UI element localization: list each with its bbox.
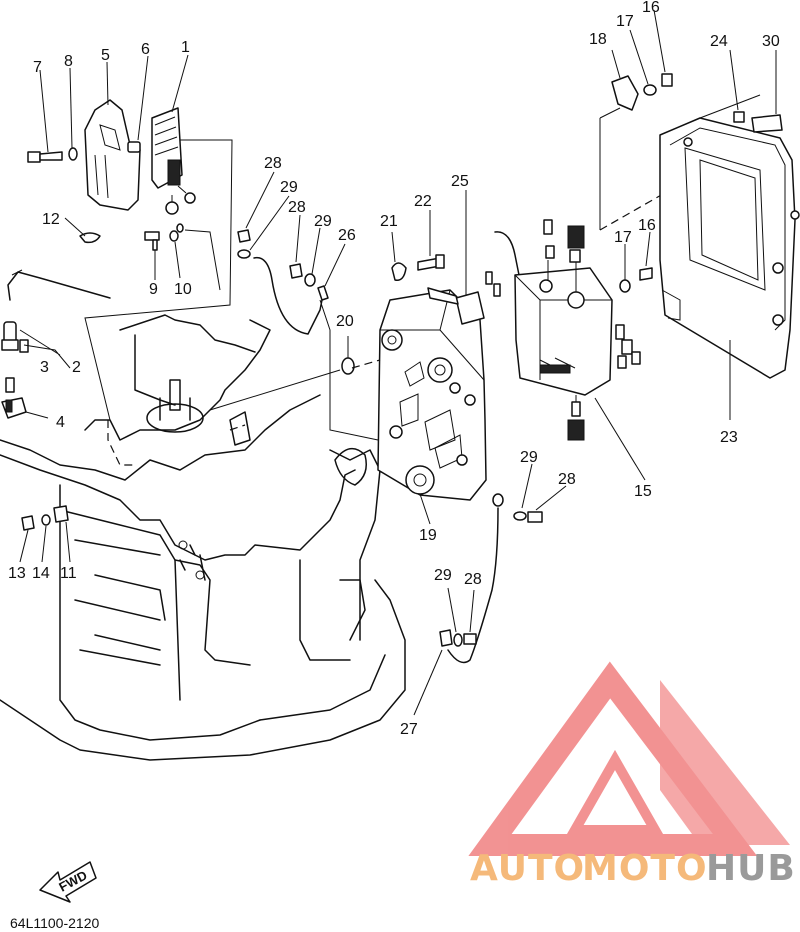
cdi-bracket-assembly bbox=[1, 54, 233, 421]
callout-7: 7 bbox=[33, 59, 42, 76]
callout-25: 25 bbox=[451, 173, 469, 190]
callout-17-right: 17 bbox=[614, 229, 632, 246]
callout-2: 2 bbox=[72, 359, 81, 376]
ground-wire-27 bbox=[319, 299, 567, 716]
callout-16-right: 16 bbox=[638, 217, 656, 234]
callout-8: 8 bbox=[64, 53, 73, 70]
callout-5: 5 bbox=[101, 47, 110, 64]
callout-26: 26 bbox=[338, 227, 356, 244]
callout-29-d: 29 bbox=[434, 567, 452, 584]
watermark-part-moto: MOTO bbox=[582, 848, 708, 889]
callout-28-a: 28 bbox=[264, 155, 282, 172]
callout-16-top: 16 bbox=[642, 0, 660, 16]
ignition-coil-15 bbox=[427, 107, 741, 481]
callout-29-c: 29 bbox=[520, 449, 538, 466]
callout-1: 1 bbox=[181, 39, 190, 56]
callout-27: 27 bbox=[400, 721, 418, 738]
callout-12: 12 bbox=[42, 211, 60, 228]
cdi-unit-plate bbox=[377, 289, 487, 525]
callout-17-top: 17 bbox=[616, 13, 634, 30]
fasteners-21-22 bbox=[391, 210, 445, 281]
callout-28-b: 28 bbox=[288, 199, 306, 216]
engine-block-outline bbox=[0, 314, 406, 761]
callout-11: 11 bbox=[60, 565, 77, 582]
cover-23 bbox=[619, 49, 800, 420]
callout-3: 3 bbox=[40, 359, 49, 376]
watermark-part-hub: HUB bbox=[706, 848, 796, 889]
callout-15: 15 bbox=[634, 483, 652, 500]
callout-6: 6 bbox=[141, 41, 150, 58]
callout-9: 9 bbox=[149, 281, 158, 298]
callout-28-d: 28 bbox=[464, 571, 482, 588]
clip-18 bbox=[611, 9, 673, 111]
callout-19: 19 bbox=[419, 527, 437, 544]
watermark-text: AUTO MOTO HUB bbox=[470, 848, 796, 889]
watermark-part-auto: AUTO bbox=[470, 848, 585, 889]
watermark-logo bbox=[468, 661, 790, 856]
callout-10: 10 bbox=[174, 281, 192, 298]
callout-20: 20 bbox=[336, 313, 354, 330]
callout-21: 21 bbox=[380, 213, 398, 230]
fasteners-11-13-14 bbox=[19, 505, 71, 563]
callout-28-c: 28 bbox=[558, 471, 576, 488]
callout-labels: 1 2 3 4 5 6 7 8 9 10 11 12 13 14 15 16 1… bbox=[8, 0, 780, 738]
callout-23: 23 bbox=[720, 429, 738, 446]
callout-29-b: 29 bbox=[314, 213, 332, 230]
fwd-arrow-icon: FWD bbox=[39, 861, 97, 903]
callout-30: 30 bbox=[762, 33, 780, 50]
callout-4: 4 bbox=[56, 414, 65, 431]
callout-29-a: 29 bbox=[280, 179, 298, 196]
callout-24: 24 bbox=[710, 33, 728, 50]
upper-fasteners bbox=[237, 171, 346, 335]
grommet-20 bbox=[209, 336, 381, 411]
callout-18: 18 bbox=[589, 31, 607, 48]
callout-13: 13 bbox=[8, 565, 26, 582]
diagram-code: 64L1100-2120 bbox=[10, 915, 99, 931]
callout-14: 14 bbox=[32, 565, 50, 582]
callout-22: 22 bbox=[414, 193, 432, 210]
